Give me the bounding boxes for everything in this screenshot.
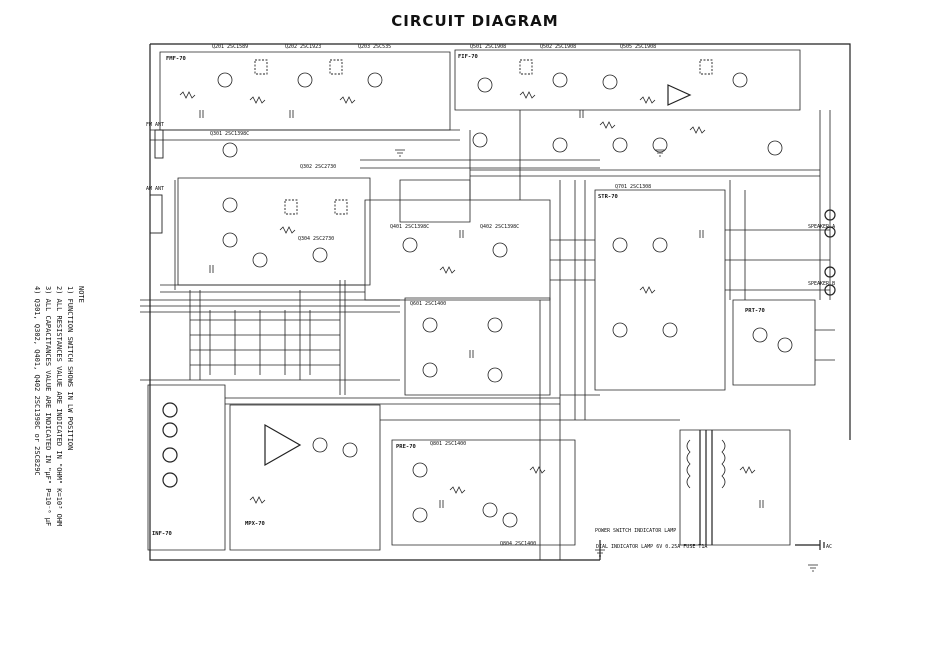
label-speaker-b: SPEAKER B	[808, 281, 835, 287]
transistor-symbols	[217, 72, 793, 528]
label-am-ant: AM ANT	[146, 186, 164, 192]
label-speaker-a: SPEAKER A	[808, 224, 835, 230]
label-q701: Q701 2SC1308	[615, 184, 651, 190]
label-fm-ant: FM ANT	[146, 122, 164, 128]
label-q201: Q201 2SC1589	[212, 44, 248, 50]
opamp-symbol	[264, 423, 302, 467]
label-q501: Q501 2SC1908	[470, 44, 506, 50]
label-q502: Q502 2SC1908	[540, 44, 576, 50]
block-label-str: STR-70	[598, 194, 618, 200]
block-label-pre: PRE-70	[396, 444, 416, 450]
capacitor-symbols	[199, 110, 764, 508]
label-q505: Q505 2SC1908	[620, 44, 656, 50]
diagram-title: CIRCUIT DIAGRAM	[391, 12, 559, 30]
label-q302: Q302 2SC2730	[300, 164, 336, 170]
power-transformer	[686, 430, 726, 545]
ac-plug	[795, 540, 825, 550]
block-label-prt: PRT-70	[745, 308, 765, 314]
block-label-fmf: FMF-70	[166, 56, 186, 62]
label-dial-lamp: DIAL INDICATOR LAMP 6V 0.25A FUSE T1A	[596, 544, 707, 550]
label-q301: Q301 2SC1398C	[210, 131, 249, 137]
am-antenna-terminal	[149, 194, 163, 234]
label-q304: Q304 2SC2730	[298, 236, 334, 242]
if-transformers	[254, 59, 713, 215]
ground-symbols	[395, 149, 818, 572]
label-q203: Q203 2SC535	[358, 44, 391, 50]
label-q601: Q601 2SC1400	[410, 301, 446, 307]
block-label-mpx: MPX-70	[245, 521, 265, 527]
speaker-terminals	[824, 209, 836, 296]
fm-antenna-terminal	[154, 129, 164, 159]
label-q801: Q801 2SC1400	[430, 441, 466, 447]
resistor-symbols	[179, 91, 756, 504]
opamp-symbol	[667, 84, 692, 106]
label-q804: Q804 2SC1400	[500, 541, 536, 547]
label-ac: AC	[826, 544, 832, 550]
input-jacks	[162, 402, 178, 488]
label-power-switch: POWER SWITCH INDICATOR LAMP	[595, 528, 676, 534]
label-q202: Q202 2SC1923	[285, 44, 321, 50]
function-switch-grid	[190, 310, 340, 375]
block-label-fif: FIF-70	[458, 54, 478, 60]
label-q401: Q401 2SC1398C	[390, 224, 429, 230]
block-label-inf: INF-70	[152, 531, 172, 537]
label-q402: Q402 2SC1398C	[480, 224, 519, 230]
